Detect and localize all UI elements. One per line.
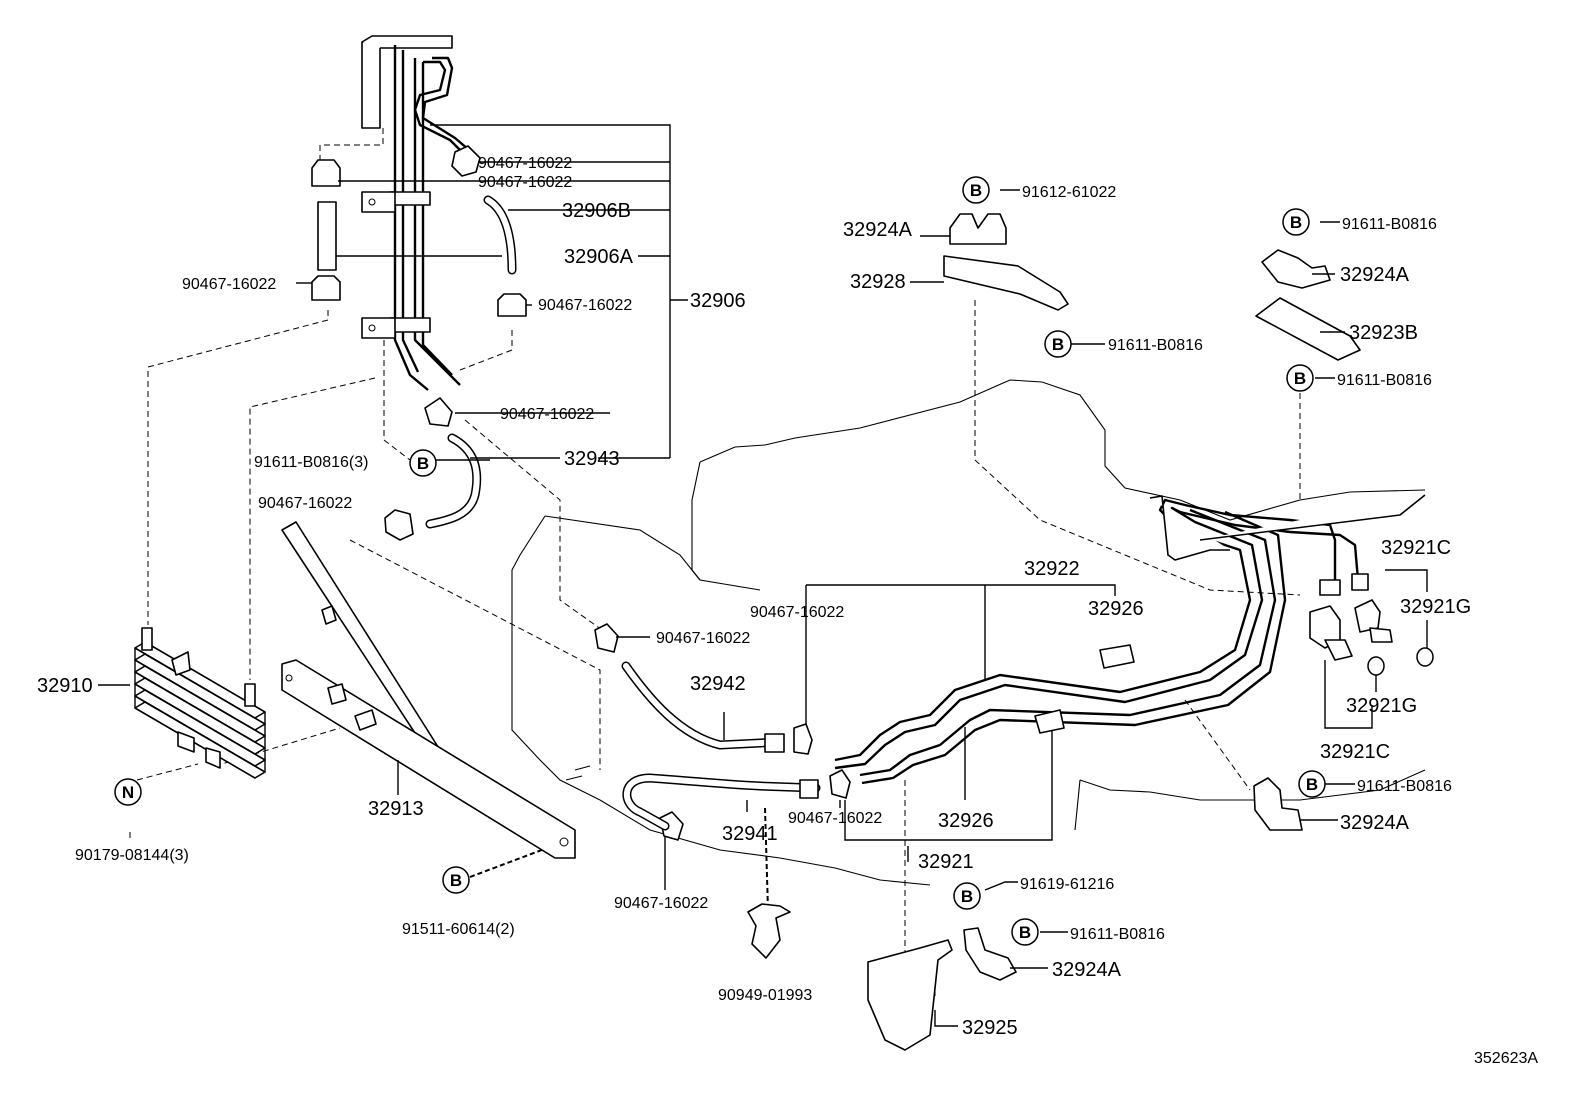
label-clamp: 90467-16022 — [500, 406, 594, 423]
bolt-marker: B — [1044, 330, 1072, 358]
label-clamp: 90467-16022 — [614, 895, 708, 912]
transmission-outline — [511, 379, 1426, 886]
svg-text:B: B — [961, 887, 973, 906]
bolt-marker: B — [409, 449, 437, 477]
label-32910: 32910 — [37, 675, 93, 697]
hose-clamps — [311, 145, 851, 841]
label-bolt: 91611-B0816(3) — [254, 454, 368, 471]
label-32926: 32926 — [1088, 598, 1144, 620]
bolt-marker: B — [953, 882, 981, 910]
label-32925: 32925 — [962, 1017, 1018, 1039]
hoses — [317, 195, 821, 831]
label-32921C: 32921C — [1381, 537, 1451, 559]
svg-text:B: B — [1052, 335, 1064, 354]
svg-text:B: B — [970, 181, 982, 200]
bolt-marker: B — [1286, 364, 1314, 392]
label-clamp: 90467-16022 — [750, 604, 844, 621]
label-32924A: 32924A — [843, 219, 913, 241]
label-bolt: 91611-B0816 — [1337, 372, 1432, 389]
mounting-bracket — [281, 521, 576, 859]
label-32943: 32943 — [564, 448, 620, 470]
bolt-marker: B — [962, 176, 990, 204]
label-32921C: 32921C — [1320, 741, 1390, 763]
label-32924A: 32924A — [1052, 959, 1122, 981]
svg-text:N: N — [122, 783, 134, 802]
label-32906A: 32906A — [564, 246, 634, 268]
label-nut: 90179-08144(3) — [75, 847, 189, 864]
label-32921: 32921 — [918, 851, 974, 873]
label-clamp: 90467-16022 — [538, 297, 632, 314]
label-bolt: 91611-B0816 — [1342, 216, 1437, 233]
label-clamp: 90467-16022 — [656, 630, 750, 647]
label-bolt: 91619-61216 — [1020, 876, 1114, 893]
bolt-marker: B — [442, 866, 470, 894]
label-bolt: 91511-60614(2) — [402, 921, 515, 938]
pipe-bracket-assembly — [361, 35, 476, 391]
leader-lines — [98, 124, 1428, 1027]
label-bolt: 91612-61022 — [1022, 184, 1116, 201]
label-32913: 32913 — [368, 798, 424, 820]
bolt-marker: B — [1282, 208, 1310, 236]
label-clamp: 90467-16022 — [478, 155, 572, 172]
label-32924A: 32924A — [1340, 264, 1410, 286]
svg-text:B: B — [417, 454, 429, 473]
part-labels: 32906 32906B 32906A 32943 32910 32913 32… — [37, 155, 1538, 1067]
svg-text:B: B — [1294, 369, 1306, 388]
label-clamp: 90467-16022 — [788, 810, 882, 827]
label-32906: 32906 — [690, 290, 746, 312]
svg-text:B: B — [1019, 923, 1031, 942]
label-clamp: 90467-16022 — [182, 276, 276, 293]
label-32921G: 32921G — [1400, 596, 1471, 618]
svg-text:B: B — [1306, 775, 1318, 794]
label-32928: 32928 — [850, 271, 906, 293]
diagram-code: 352623A — [1474, 1050, 1538, 1067]
svg-text:B: B — [1290, 213, 1302, 232]
label-32923B: 32923B — [1349, 322, 1418, 344]
bolt-marker: B — [1298, 770, 1326, 798]
label-32942: 32942 — [690, 673, 746, 695]
label-32922: 32922 — [1024, 558, 1080, 580]
label-32906B: 32906B — [562, 200, 631, 222]
label-32924A: 32924A — [1340, 812, 1410, 834]
label-32941: 32941 — [722, 823, 778, 845]
label-bolt: 91611-B0816 — [1108, 337, 1203, 354]
label-clamp: 90467-16022 — [258, 495, 352, 512]
label-32926: 32926 — [938, 810, 994, 832]
label-bolt: 91611-B0816 — [1357, 778, 1452, 795]
label-clamp: 90467-16022 — [478, 174, 572, 191]
oil-cooler — [134, 627, 266, 779]
label-32921G: 32921G — [1346, 695, 1417, 717]
label-bolt: 91611-B0816 — [1070, 926, 1165, 943]
label-clip: 90949-01993 — [718, 987, 812, 1004]
line-clamps — [747, 213, 1361, 1051]
cooler-lines — [834, 494, 1434, 785]
bolt-marker: B — [1011, 918, 1039, 946]
nut-marker: N — [114, 778, 142, 806]
svg-text:B: B — [450, 871, 462, 890]
